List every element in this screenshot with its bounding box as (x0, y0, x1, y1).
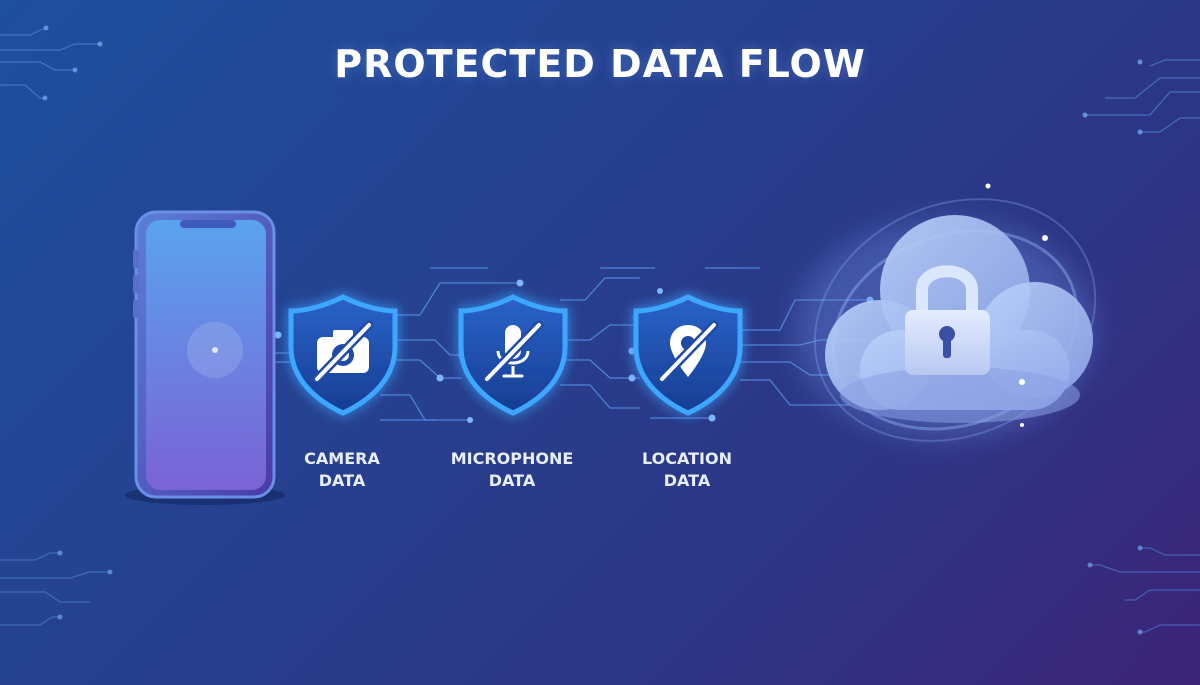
shield-microphone (458, 294, 568, 416)
label-camera-line1: CAMERA (304, 449, 380, 468)
label-microphone-line1: MICROPHONE (450, 449, 574, 468)
label-camera-data: CAMERA DATA (257, 448, 427, 492)
label-location-line1: LOCATION (642, 449, 732, 468)
page-title: PROTECTED DATA FLOW (334, 42, 866, 86)
label-microphone-line2: DATA (488, 471, 536, 490)
sparkle-dots (985, 183, 1048, 427)
shield-camera (288, 294, 398, 416)
location-off-icon (657, 320, 719, 384)
label-location-data: LOCATION DATA (602, 448, 772, 492)
label-camera-line2: DATA (318, 471, 366, 490)
label-microphone-data: MICROPHONE DATA (427, 448, 597, 492)
circuit-decoration-bottom-left (0, 552, 110, 626)
microphone-off-icon (482, 320, 544, 384)
circuit-decoration-top-right (1085, 59, 1200, 133)
circuit-decoration-bottom-right (1090, 547, 1200, 633)
label-location-line2: DATA (663, 471, 711, 490)
smartphone (125, 210, 285, 505)
camera-off-icon (312, 320, 374, 384)
lock-icon (905, 265, 990, 375)
secure-cloud (795, 183, 1097, 442)
shield-location (633, 294, 743, 416)
